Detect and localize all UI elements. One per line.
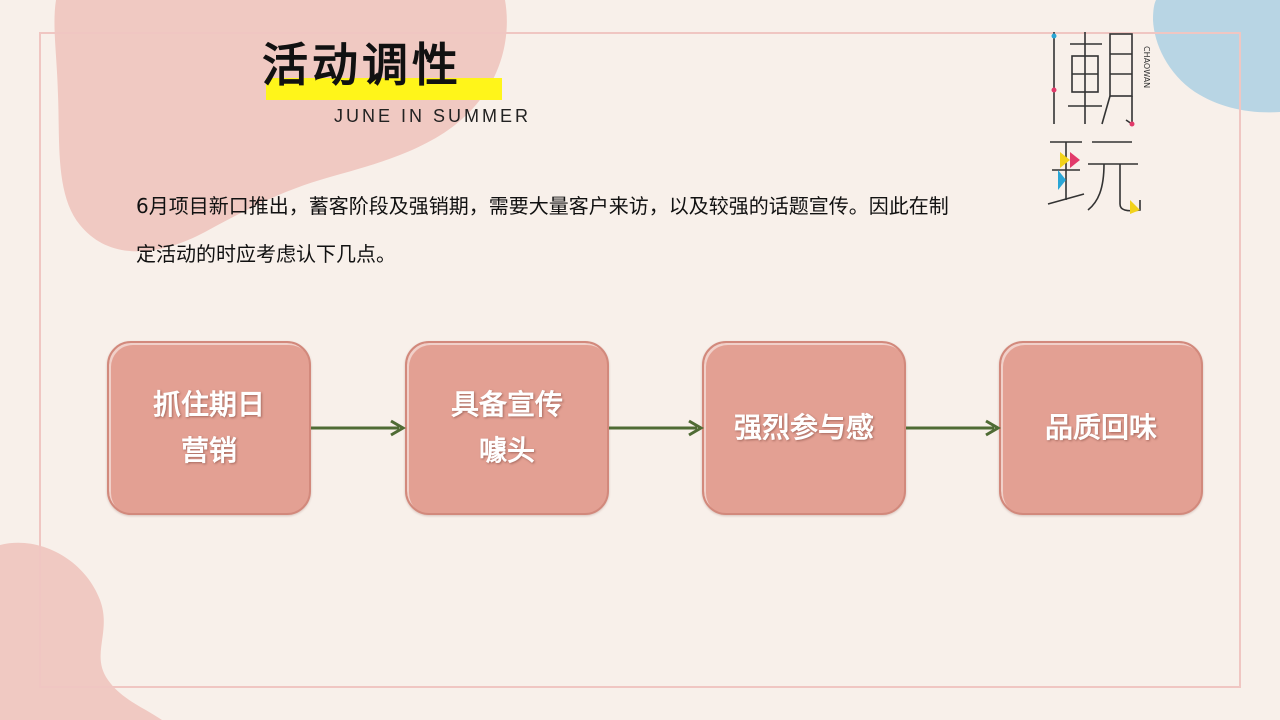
arrow-right-icon (311, 419, 406, 437)
logo-triangle-yellow (1060, 152, 1070, 168)
page-title: 活动调性 (262, 38, 462, 92)
top-left-blob (54, 0, 507, 252)
step-box: 具备宣传 噱头 (405, 341, 609, 515)
step-box: 抓住期日 营销 (107, 341, 311, 515)
step-box: 品质回味 (999, 341, 1203, 515)
chaowan-logo: CHAOWAN (1040, 24, 1152, 216)
content-frame (39, 32, 1241, 688)
step-box: 强烈参与感 (702, 341, 906, 515)
title-block: 活动调性 (262, 38, 502, 100)
title-highlight (266, 78, 502, 100)
logo-glyph-chao (1053, 32, 1133, 126)
logo-dot (1051, 33, 1057, 39)
arrow-right-icon (609, 419, 704, 437)
logo-triangle-blue (1058, 170, 1066, 190)
top-right-blob (1153, 0, 1280, 113)
logo-small-text: CHAOWAN (1142, 46, 1151, 88)
page-subtitle: JUNE IN SUMMER (334, 106, 532, 126)
logo-dot (1051, 87, 1057, 93)
logo-dot (1129, 121, 1135, 127)
intro-paragraph: 6月项目新口推出，蓄客阶段及强销期，需要大量客户来访，以及较强的话题宣传。因此在… (136, 194, 949, 266)
logo-triangle-pink (1070, 152, 1080, 168)
arrow-right-icon (906, 419, 1001, 437)
chaowan-logo-graphic: CHAOWAN (1047, 32, 1151, 214)
logo-triangle-corner (1130, 200, 1140, 214)
